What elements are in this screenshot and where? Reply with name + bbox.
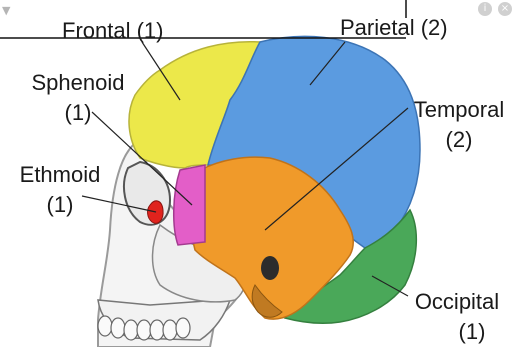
- sphenoid-bone: [174, 165, 205, 245]
- label-frontal-count: (1): [137, 18, 164, 43]
- arrow-icon: ▼: [2, 4, 10, 17]
- label-occipital-count: (1): [402, 317, 512, 347]
- label-temporal: Temporal (2): [404, 95, 514, 155]
- close-icon[interactable]: ×: [498, 2, 512, 16]
- label-sphenoid-count: (1): [18, 98, 138, 128]
- label-ethmoid: Ethmoid (1): [10, 160, 110, 220]
- label-frontal: Frontal (1): [62, 18, 164, 44]
- label-parietal: Parietal (2): [340, 15, 448, 41]
- label-temporal-name: Temporal: [404, 95, 514, 125]
- label-parietal-name: Parietal: [340, 15, 415, 40]
- label-occipital-name: Occipital: [402, 287, 512, 317]
- label-frontal-name: Frontal: [62, 18, 130, 43]
- label-parietal-count: (2): [421, 15, 448, 40]
- label-ethmoid-count: (1): [10, 190, 110, 220]
- ear-canal: [261, 256, 279, 280]
- label-sphenoid-name: Sphenoid: [18, 68, 138, 98]
- label-occipital: Occipital (1): [402, 287, 512, 347]
- label-sphenoid: Sphenoid (1): [18, 68, 138, 128]
- label-temporal-count: (2): [404, 125, 514, 155]
- label-ethmoid-name: Ethmoid: [10, 160, 110, 190]
- info-icon[interactable]: i: [478, 2, 492, 16]
